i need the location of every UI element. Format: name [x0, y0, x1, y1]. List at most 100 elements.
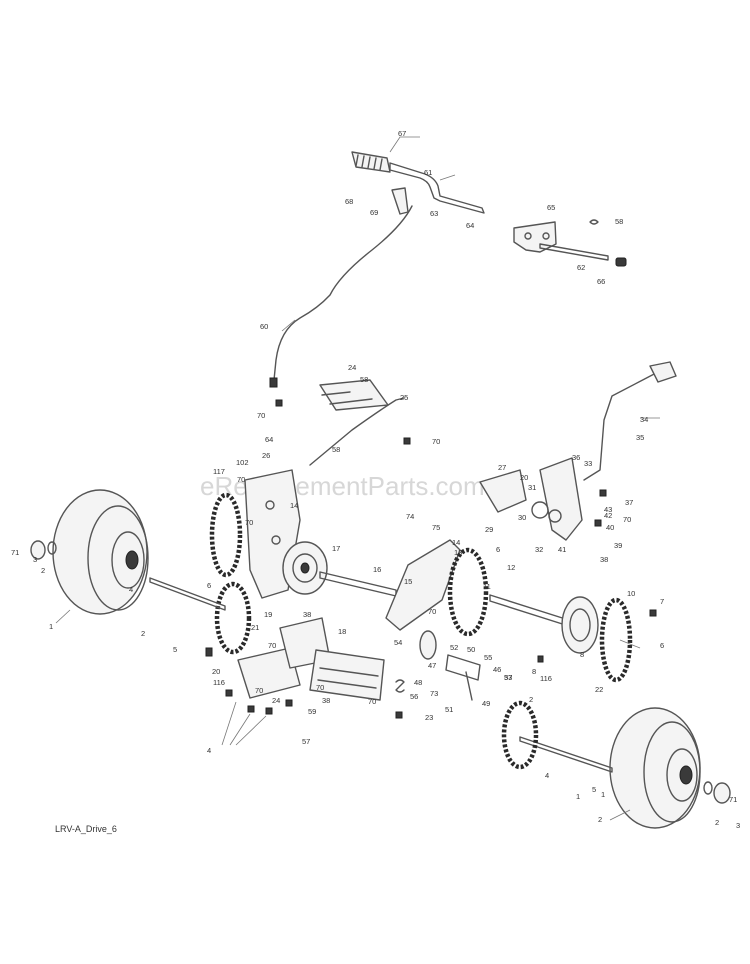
callout-label: 14 [290, 501, 298, 510]
callout-label: 6 [496, 545, 500, 554]
callout-label: 24 [348, 363, 356, 372]
callout-label: 68 [345, 197, 353, 206]
spring-22 [395, 679, 405, 693]
callout-label: 117 [213, 467, 225, 476]
callout-label: 24 [272, 696, 280, 705]
callout-label: 52 [450, 643, 458, 652]
callout-label: 67 [398, 129, 406, 138]
callout-label: 74 [406, 512, 414, 521]
callout-label: 64 [466, 221, 474, 230]
callout-label: 64 [265, 435, 273, 444]
callout-label: 58 [615, 217, 623, 226]
hub-cap-right [703, 781, 731, 804]
callout-label: 34 [640, 415, 648, 424]
cable-60 [273, 205, 413, 381]
callout-label: 58 [332, 445, 340, 454]
callout-label: 3 [736, 821, 740, 830]
callout-label: 38 [600, 555, 608, 564]
callout-label: 62 [577, 263, 585, 272]
callout-label: 26 [262, 451, 270, 460]
callout-label: 29 [485, 525, 493, 534]
callout-label: 61 [424, 168, 432, 177]
callout-label: 38 [322, 696, 330, 705]
lever-34 [583, 361, 677, 481]
callout-label: 37 [504, 673, 512, 682]
ring-6-right [501, 700, 539, 770]
callout-label: 13 [454, 548, 462, 557]
callout-label: 55 [484, 653, 492, 662]
callout-label: 71 [11, 548, 19, 557]
axle-5-left [149, 577, 226, 611]
linkage-cluster-50 [445, 654, 481, 701]
callout-label: 19 [264, 610, 272, 619]
callout-label: 42 [604, 511, 612, 520]
callout-label: 2 [141, 629, 145, 638]
callout-label: 22 [595, 685, 603, 694]
callout-label: 6 [207, 581, 211, 590]
callout-label: 71 [729, 795, 737, 804]
callout-label: 10 [627, 589, 635, 598]
callout-label: 49 [482, 699, 490, 708]
spring-58 [589, 219, 599, 225]
callout-label: 46 [493, 665, 501, 674]
callout-label: 2 [598, 815, 602, 824]
callout-label: 4 [207, 746, 211, 755]
callout-label: 70 [257, 411, 265, 420]
callout-label: 47 [428, 661, 436, 670]
callout-label: 102 [236, 458, 249, 467]
callout-label: 70 [428, 607, 436, 616]
chain-left-upper [209, 492, 243, 578]
callout-label: 7 [660, 597, 664, 606]
plate-24-top [319, 379, 389, 411]
callout-label: 56 [410, 692, 418, 701]
callout-label: 20 [520, 473, 528, 482]
callout-label: 23 [425, 713, 433, 722]
handle-grip [351, 151, 391, 173]
callout-label: 41 [558, 545, 566, 554]
leader-lines [55, 136, 660, 821]
chain-center-12 [447, 547, 489, 637]
callout-label: 4 [545, 771, 549, 780]
wheel-left [52, 489, 149, 615]
callout-label: 2 [529, 695, 533, 704]
callout-label: 4 [129, 585, 133, 594]
callout-label: 116 [540, 674, 552, 683]
callout-label: 2 [41, 566, 45, 575]
lever-clip [391, 187, 409, 215]
callout-label: 70 [623, 515, 631, 524]
callout-label: 21 [251, 623, 259, 632]
callout-label: 116 [213, 678, 225, 687]
callout-label: 12 [507, 563, 515, 572]
callout-label: 70 [237, 475, 245, 484]
callout-label: 1 [576, 792, 580, 801]
callout-label: 3 [33, 555, 37, 564]
callout-label: 50 [467, 645, 475, 654]
callout-label: 20 [212, 667, 220, 676]
callout-label: 32 [535, 545, 543, 554]
callout-label: 39 [614, 541, 622, 550]
callout-label: 1 [601, 790, 605, 799]
callout-label: 69 [370, 208, 378, 217]
callout-label: 14 [452, 538, 460, 547]
center-plate-13 [385, 539, 461, 631]
callout-label: 17 [332, 544, 340, 553]
callout-label: 57 [302, 737, 310, 746]
right-bracket-cluster [479, 457, 583, 541]
callout-label: 31 [528, 483, 536, 492]
gear-10 [561, 596, 599, 654]
ring-6-left [214, 581, 252, 655]
callout-label: 51 [445, 705, 453, 714]
callout-label: 59 [308, 707, 316, 716]
knob-66 [615, 257, 627, 267]
callout-label: 40 [606, 523, 614, 532]
callout-label: 1 [49, 622, 53, 631]
callout-label: 15 [404, 577, 412, 586]
chain-right-6 [599, 597, 633, 683]
bracket-65 [513, 221, 557, 253]
rod-25 [309, 397, 405, 466]
callout-label: 43 [604, 505, 612, 514]
diagram-caption: LRV-A_Drive_6 [55, 824, 117, 834]
callout-label: 5 [592, 785, 596, 794]
callout-label: 70 [316, 683, 324, 692]
